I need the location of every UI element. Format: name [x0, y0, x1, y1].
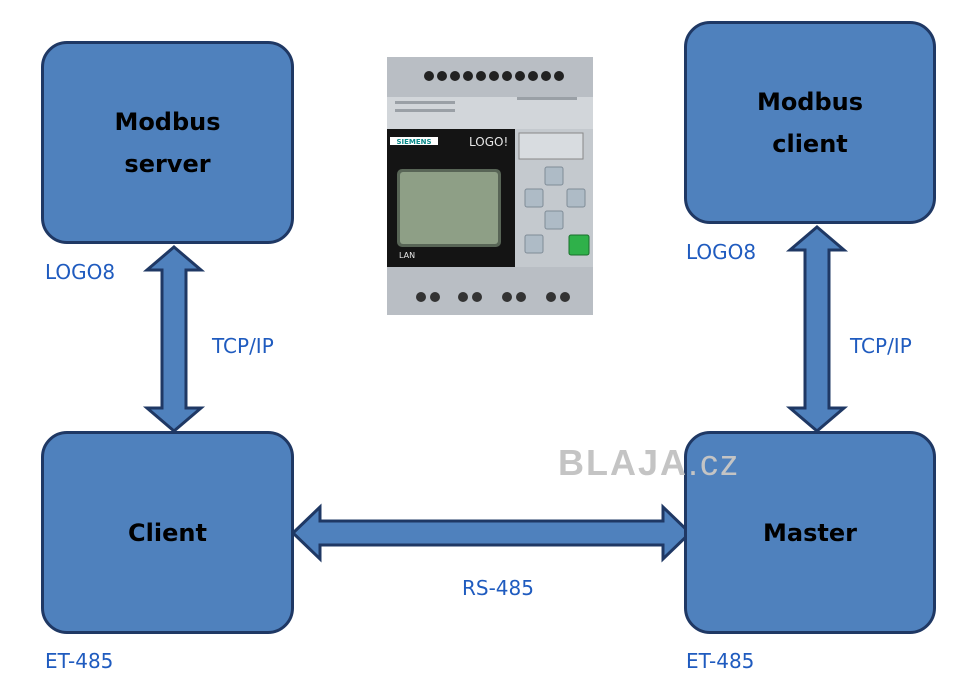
master-box: Master [684, 431, 936, 634]
plc-key-down [544, 210, 564, 230]
tcpip-label-left: TCP/IP [212, 334, 274, 358]
watermark: BLAJA.cz [558, 442, 740, 484]
watermark-main: BLAJA [558, 442, 689, 483]
modbus-server-label: Modbus server [114, 107, 221, 178]
plc-model-text: LOGO! [469, 135, 508, 149]
plc-key-up [544, 166, 564, 186]
plc-brand-text: SIEMENS [396, 138, 431, 146]
logo8-label-left: LOGO8 [45, 260, 116, 284]
plc-key-right [566, 188, 586, 208]
rs485-arrow [290, 503, 693, 563]
client-label: Client [128, 518, 207, 547]
modbus-client-label: Modbus client [756, 87, 864, 158]
modbus-server-box: Modbus server [41, 41, 294, 244]
et485-label-right: ET-485 [686, 649, 755, 673]
tcpip-arrow-left [142, 245, 206, 433]
rs485-label: RS-485 [462, 576, 534, 600]
logo8-label-right: LOGO8 [686, 240, 757, 264]
tcpip-label-right: TCP/IP [850, 334, 912, 358]
client-box: Client [41, 431, 294, 634]
logo-plc-image: SIEMENS LOGO! LAN [387, 57, 593, 315]
et485-label-left: ET-485 [45, 649, 114, 673]
tcpip-arrow-right [785, 225, 849, 433]
modbus-client-box: Modbus client [684, 21, 936, 224]
plc-key-left [524, 188, 544, 208]
watermark-suffix: .cz [688, 442, 741, 483]
plc-key-esc [524, 234, 544, 254]
plc-key-ok [568, 234, 590, 256]
master-label: Master [763, 518, 857, 547]
plc-lan-text: LAN [399, 251, 415, 260]
